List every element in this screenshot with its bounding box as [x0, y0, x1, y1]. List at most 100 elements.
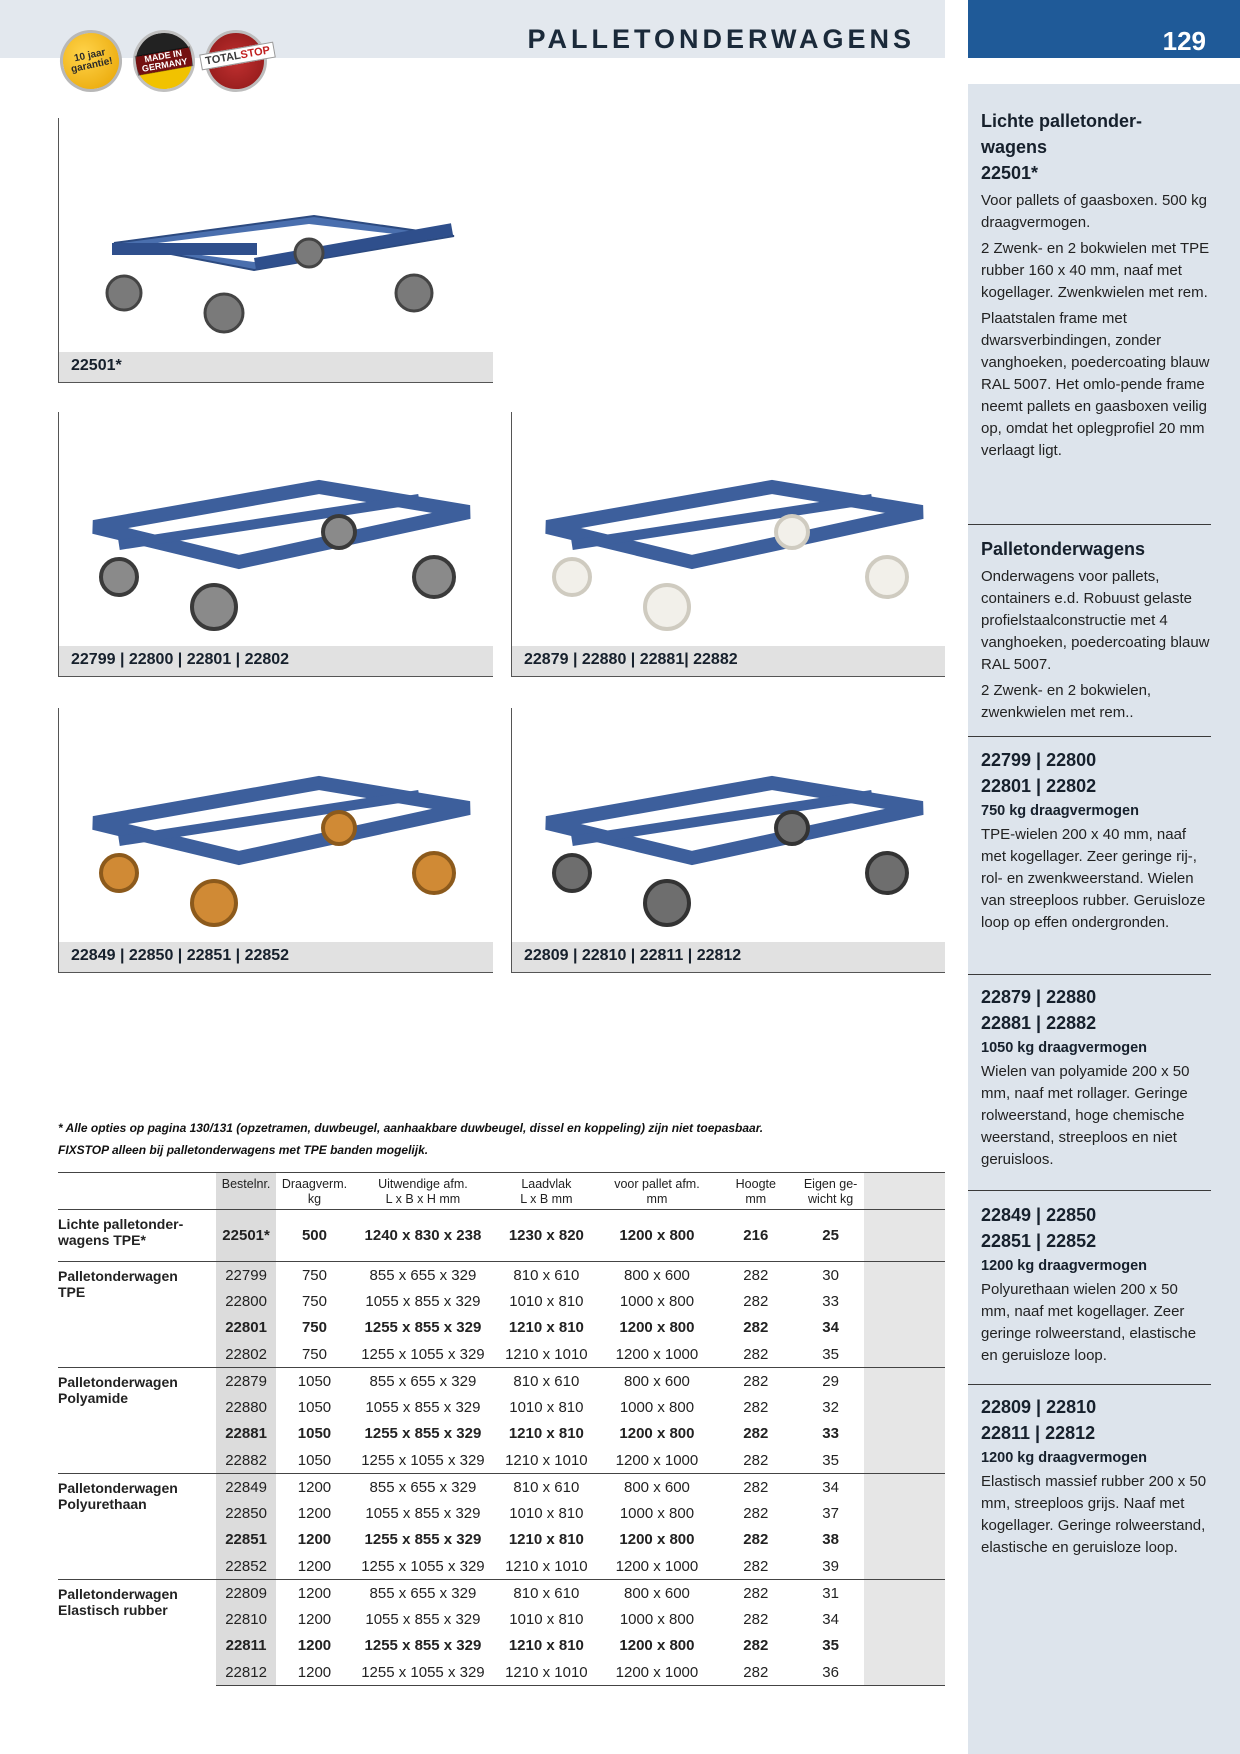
cell-height: 282: [714, 1473, 798, 1500]
sidebar-heading: 22809 | 22810 22811 | 22812: [981, 1397, 1097, 1443]
sidebar-paragraph: Wielen van polyamide 200 x 50 mm, naaf m…: [981, 1063, 1190, 1168]
cell-weight: 32: [822, 1398, 839, 1416]
cell-surface: 810 x 610: [492, 1367, 600, 1394]
header-text: Hoogte: [735, 1177, 776, 1191]
cell-outer: 1055 x 855 x 329: [365, 1292, 481, 1310]
header-group: [58, 1173, 216, 1210]
cell-load: 1050: [297, 1451, 332, 1469]
cell-bestelnr: 22882: [216, 1447, 276, 1474]
cell-load: 1200: [276, 1473, 353, 1500]
cell-surface: 1010 x 810: [509, 1398, 584, 1416]
sidebar-heading: Lichte palletonder- wagens 22501*: [981, 111, 1143, 183]
header-unit: mm: [745, 1192, 767, 1206]
cell-bestelnr: 22852: [216, 1553, 276, 1580]
cell-surface: 1210 x 1010: [505, 1345, 588, 1363]
header-unit: kg: [307, 1192, 322, 1206]
cell-outer: 1255 x 855 x 329: [364, 1425, 482, 1443]
cell-height: 282: [743, 1425, 769, 1443]
cell-height: 282: [743, 1345, 769, 1363]
cell-pallet: 1200 x 1000: [615, 1557, 699, 1575]
group-label: Palletonderwagen Polyamide: [58, 1367, 217, 1474]
sidebar-paragraph: 2 Zwenk- en 2 bokwielen met TPE rubber 1…: [981, 240, 1210, 301]
sidebar-section-22799: 22799 | 22800 22801 | 22802 750 kg draag…: [981, 747, 1211, 934]
cell-height: 282: [743, 1451, 769, 1469]
cell-weight: 30: [797, 1261, 864, 1288]
cell-outer: 1240 x 830 x 238: [352, 1209, 493, 1262]
cell-load: 1050: [297, 1425, 332, 1443]
page-number: 129: [1162, 26, 1206, 56]
table-row: Lichte palletonder- wagens TPE*22501*500…: [58, 1209, 945, 1262]
header-load: Draagverm.kg: [276, 1173, 353, 1210]
cell-surface: 1230 x 820: [492, 1209, 600, 1262]
cell-spacer: [863, 1579, 945, 1606]
cell-spacer: [863, 1553, 945, 1580]
cell-outer: 1055 x 855 x 329: [365, 1610, 481, 1628]
sidebar-divider: [968, 736, 1211, 737]
cell-load: 750: [301, 1345, 327, 1363]
cell-height: 282: [714, 1367, 798, 1394]
cell-outer: 1255 x 1055 x 329: [361, 1451, 485, 1469]
header-text: Eigen ge-: [803, 1177, 858, 1191]
garantie-badge-text: 10 jaar garantie!: [70, 46, 114, 76]
cell-pallet: 1200 x 1000: [599, 1659, 715, 1686]
header-text: Draagverm.: [281, 1177, 348, 1191]
sidebar-section-22849: 22849 | 22850 22851 | 22852 1200 kg draa…: [981, 1202, 1211, 1367]
cell-load: 500: [276, 1209, 353, 1262]
cell-pallet: 1200 x 800: [619, 1637, 695, 1655]
cell-pallet: 800 x 600: [599, 1261, 715, 1288]
cell-bestelnr: 22799: [216, 1261, 276, 1288]
cell-pallet: 800 x 600: [599, 1473, 715, 1500]
header-weight: Eigen ge-wicht kg: [797, 1173, 863, 1210]
cell-weight: 31: [797, 1579, 864, 1606]
spec-table-body: Lichte palletonder- wagens TPE*22501*500…: [58, 1209, 945, 1686]
pallet-cart-rubber-image: [545, 775, 924, 927]
sidebar-paragraph: Onderwagens voor pallets, containers e.d…: [981, 568, 1210, 673]
page-title: PALLETONDERWAGENS: [527, 24, 915, 54]
cell-weight: 39: [822, 1557, 839, 1575]
cell-pallet: 1200 x 800: [599, 1209, 715, 1262]
sidebar-paragraph: Plaatstalen frame met dwarsverbindingen,…: [981, 310, 1210, 459]
cell-weight: 37: [822, 1504, 839, 1522]
cell-surface: 1010 x 810: [509, 1292, 584, 1310]
sidebar-paragraph: TPE-wielen 200 x 40 mm, naaf met kogella…: [981, 826, 1206, 931]
cell-surface: 810 x 610: [492, 1579, 600, 1606]
sidebar-paragraph: Polyurethaan wielen 200 x 50 mm, naaf me…: [981, 1281, 1197, 1364]
cell-spacer: [863, 1632, 945, 1659]
cell-outer: 1255 x 855 x 329: [364, 1319, 482, 1337]
group-label: Palletonderwagen Elastisch rubber: [58, 1579, 217, 1686]
cell-surface: 1010 x 810: [509, 1610, 584, 1628]
page-number-box: 129: [968, 0, 1240, 58]
footnote-options: * Alle opties op pagina 130/131 (opzetra…: [58, 1121, 764, 1135]
light-pallet-cart-image: [105, 214, 455, 334]
sidebar-heading: 22799 | 22800 22801 | 22802: [981, 750, 1097, 796]
sidebar-heading: Palletonderwagens: [981, 539, 1146, 559]
cell-weight: 36: [797, 1659, 864, 1686]
cell-bestelnr: 22879: [216, 1367, 276, 1394]
product-caption: 22809 | 22810 | 22811 | 22812: [512, 942, 945, 972]
sidebar-subheading: 750 kg draagvermogen: [981, 803, 1139, 819]
sidebar-divider: [968, 974, 1211, 975]
header-outer: Uitwendige afm.L x B x H mm: [353, 1173, 493, 1210]
sidebar-heading: 22879 | 22880 22881 | 22882: [981, 987, 1097, 1033]
cell-bestelnr: 22812: [216, 1659, 276, 1686]
cell-bestelnr: 22809: [216, 1579, 276, 1606]
cell-load: 1200: [297, 1531, 332, 1549]
header-pallet: voor pallet afm.mm: [600, 1173, 714, 1210]
cell-outer: 1255 x 1055 x 329: [361, 1345, 485, 1363]
cell-surface: 810 x 610: [492, 1473, 600, 1500]
made-in-germany-badge-text: MADE IN GERMANY: [134, 45, 194, 77]
cell-outer: 1255 x 1055 x 329: [352, 1659, 493, 1686]
cell-height: 282: [743, 1557, 769, 1575]
cell-load: 750: [276, 1261, 353, 1288]
cell-load: 1200: [276, 1659, 353, 1686]
sidebar-divider: [968, 1190, 1211, 1191]
pallet-cart-polyamide-image: [545, 479, 924, 631]
cell-height: 282: [743, 1531, 769, 1549]
